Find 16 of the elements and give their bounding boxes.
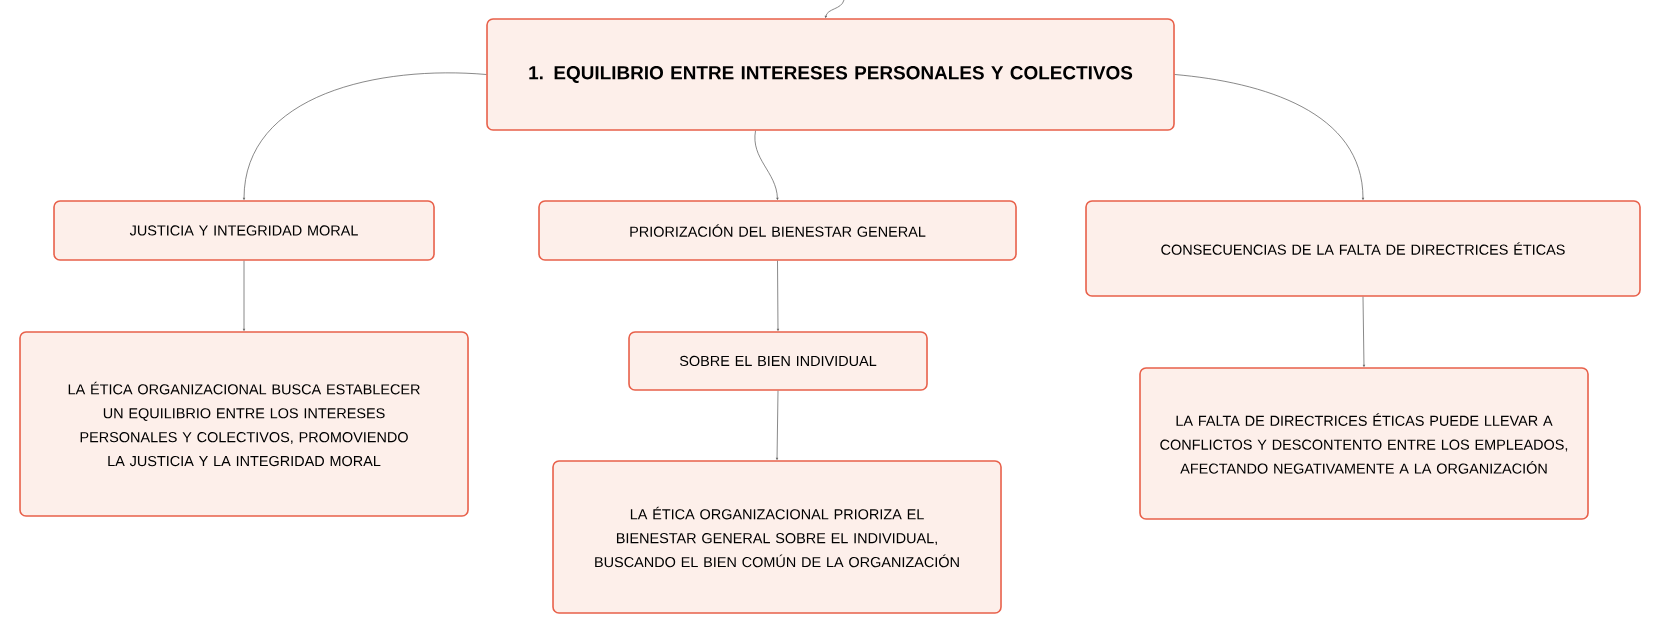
topic-box: LA ÉTICA ORGANIZACIONAL PRIORIZA EL BIENESTAR GENERAL SOBRE EL INDIVIDUAL, BUSCANDO EL BIEN COMÚN DE LA ORGANIZACIÓN [552,460,1002,614]
topic-box: JUSTICIA Y INTEGRIDAD MORAL [53,200,435,261]
arrow [776,260,780,331]
topic-box: CONSECUENCIAS DE LA FALTA DE DIRECTRICES ÉTICAS [1085,200,1641,297]
arrow [754,130,779,200]
topic-box: SOBRE EL BIEN INDIVIDUAL [628,331,928,391]
title-box: 1. EQUILIBRIO ENTRE INTERESES PERSONALES Y COLECTIVOS [486,18,1175,131]
arrow [824,0,845,18]
arrow [775,390,779,460]
topic-box: LA ÉTICA ORGANIZACIONAL BUSCA ESTABLECER UN EQUILIBRIO ENTRE LOS INTERESES PERSONALES Y COLECTIVOS, PROMOVIENDO LA JUSTICIA Y LA INTEGRIDAD MORAL [19,331,469,517]
topic-box: LA FALTA DE DIRECTRICES ÉTICAS PUEDE LLEVAR A CONFLICTOS Y DESCONTENTO ENTRE LOS EMPLEADOS, AFECTANDO NEGATIVAMENTE A LA ORGANIZACIÓN [1139,367,1589,520]
topic-box: PRIORIZACIÓN DEL BIENESTAR GENERAL [538,200,1017,261]
arrow [1362,296,1366,367]
arrow [1174,74,1365,200]
arrow [242,72,487,200]
arrow [242,260,246,331]
